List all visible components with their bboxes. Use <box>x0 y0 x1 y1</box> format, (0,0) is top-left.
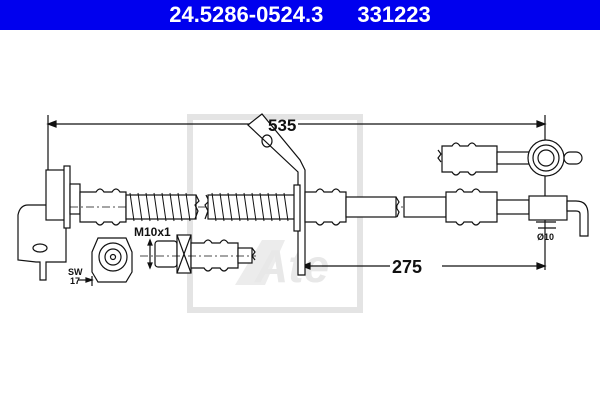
thread-label: M10x1 <box>134 225 171 239</box>
title-bar: 24.5286-0524.3 331223 <box>0 0 600 30</box>
diameter-label: Ø10 <box>537 232 554 242</box>
drawing-lines <box>17 113 589 286</box>
article-number: 331223 <box>357 2 431 27</box>
wrench-size-value: 17 <box>70 276 80 286</box>
wrench-size-label: SW <box>68 267 83 277</box>
partial-length-label: 275 <box>392 257 422 277</box>
overall-length-label: 535 <box>268 116 296 135</box>
part-number: 24.5286-0524.3 <box>169 2 324 27</box>
